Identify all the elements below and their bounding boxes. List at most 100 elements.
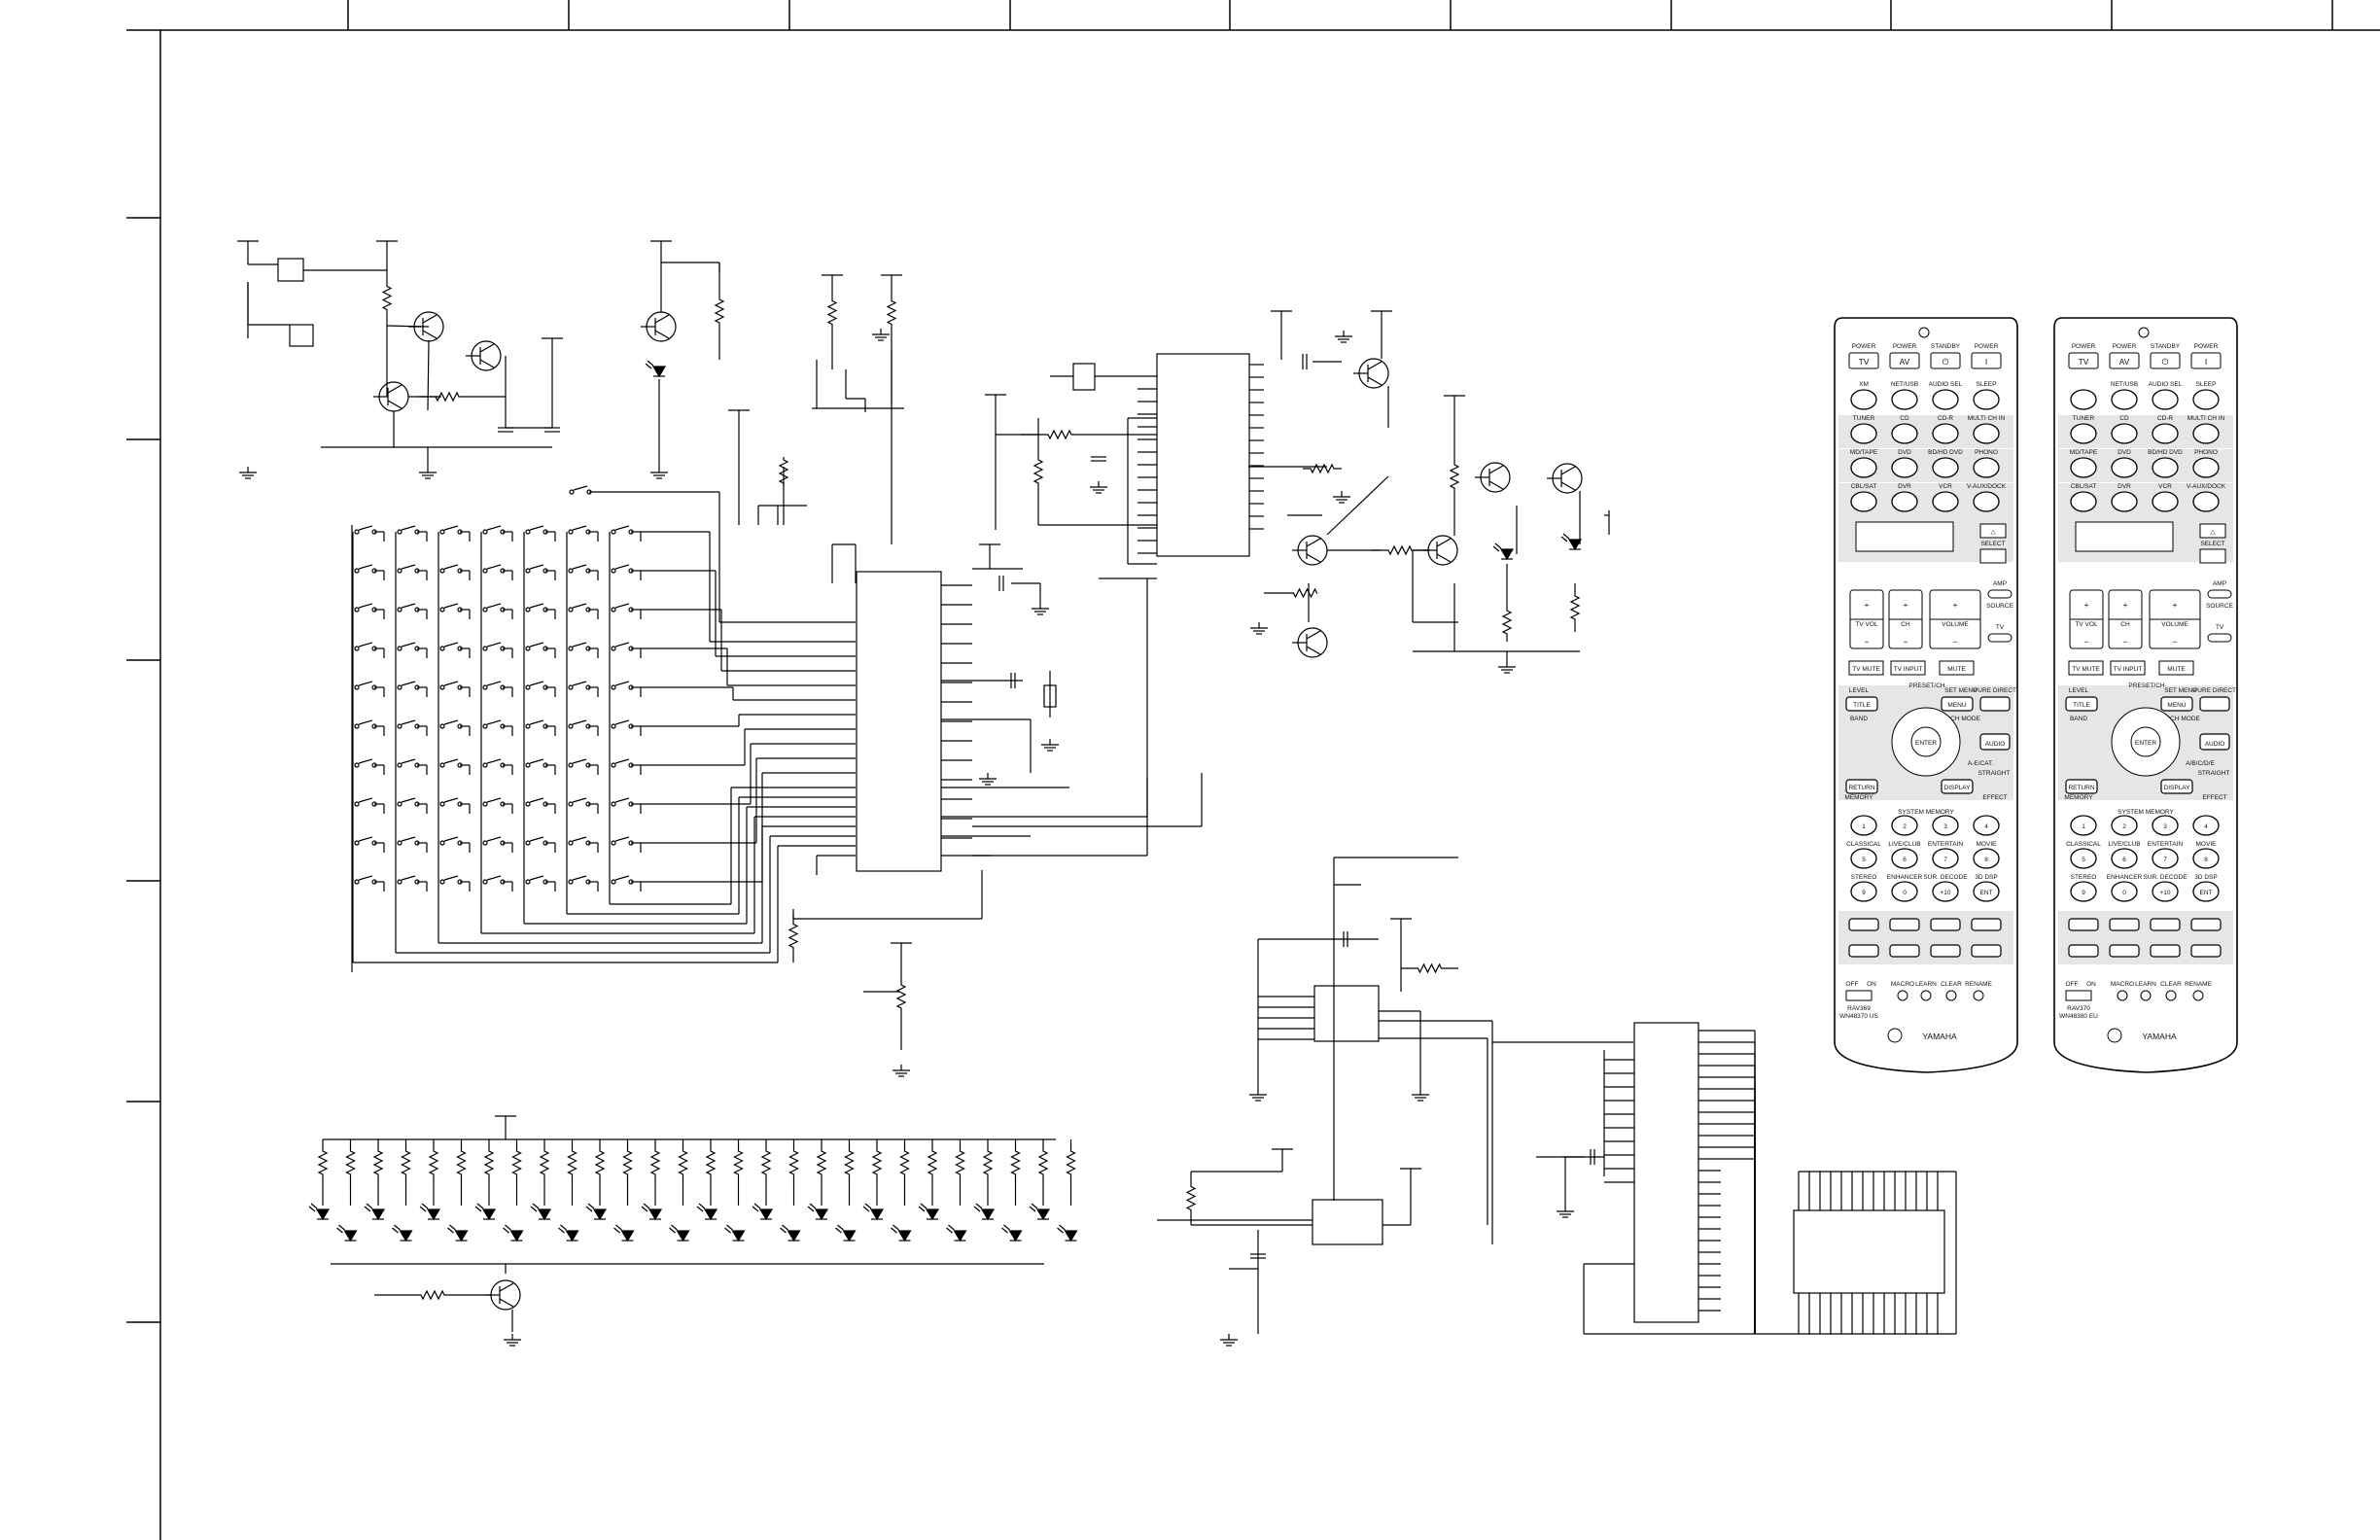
input-select-button[interactable] <box>1973 423 2000 444</box>
number-button[interactable] <box>1891 881 1918 902</box>
input-select-button[interactable] <box>1891 491 1918 512</box>
mute-button[interactable] <box>2110 660 2146 676</box>
select-up-button[interactable] <box>1979 523 2007 539</box>
macro-button[interactable] <box>2117 990 2128 1001</box>
scene-button[interactable] <box>2152 848 2179 869</box>
transport-button[interactable] <box>1971 944 2002 958</box>
menu-button[interactable] <box>1941 696 1974 712</box>
display-button[interactable] <box>2160 779 2193 794</box>
transport-button[interactable] <box>2190 944 2222 958</box>
macro-button[interactable] <box>1897 990 1908 1001</box>
macro-button[interactable] <box>2140 990 2152 1001</box>
input-select-button[interactable] <box>2070 423 2097 444</box>
input-select-button[interactable] <box>2152 457 2179 478</box>
mute-button[interactable] <box>1939 660 1975 676</box>
mute-button[interactable] <box>1890 660 1926 676</box>
transport-button[interactable] <box>1889 918 1920 931</box>
input-select-button[interactable] <box>2111 423 2138 444</box>
input-select-button[interactable] <box>1932 389 1959 410</box>
return-button[interactable] <box>1845 779 1878 794</box>
enter-button[interactable] <box>2130 726 2161 757</box>
input-select-button[interactable] <box>2192 491 2220 512</box>
title-button[interactable] <box>1845 696 1878 712</box>
input-select-button[interactable] <box>1973 457 2000 478</box>
input-select-button[interactable] <box>1850 457 1877 478</box>
menu-button[interactable] <box>2160 696 2193 712</box>
power-switch[interactable] <box>1845 990 1872 1001</box>
scene-button[interactable] <box>1891 815 1918 836</box>
scene-button[interactable] <box>2192 815 2220 836</box>
input-select-button[interactable] <box>2111 491 2138 512</box>
input-select-button[interactable] <box>2111 389 2138 410</box>
title-button[interactable] <box>2065 696 2098 712</box>
input-select-button[interactable] <box>2152 389 2179 410</box>
input-select-button[interactable] <box>2152 491 2179 512</box>
input-select-button[interactable] <box>1973 389 2000 410</box>
scene-button[interactable] <box>1932 815 1959 836</box>
power-button[interactable] <box>2150 352 2181 369</box>
display-button[interactable] <box>1941 779 1974 794</box>
transport-button[interactable] <box>2109 918 2140 931</box>
transport-button[interactable] <box>1930 944 1961 958</box>
scene-button[interactable] <box>2111 848 2138 869</box>
input-select-button[interactable] <box>1932 423 1959 444</box>
transport-button[interactable] <box>1889 944 1920 958</box>
transport-button[interactable] <box>1848 944 1879 958</box>
mute-button[interactable] <box>1848 660 1884 676</box>
input-select-button[interactable] <box>1850 423 1877 444</box>
scene-button[interactable] <box>2070 848 2097 869</box>
scene-button[interactable] <box>1891 848 1918 869</box>
scene-button[interactable] <box>1932 848 1959 869</box>
select-down-button[interactable] <box>1979 548 2007 564</box>
input-select-button[interactable] <box>2152 423 2179 444</box>
number-button[interactable] <box>1932 881 1959 902</box>
input-select-button[interactable] <box>1891 389 1918 410</box>
input-select-button[interactable] <box>2070 389 2097 410</box>
transport-button[interactable] <box>1848 918 1879 931</box>
macro-button[interactable] <box>2165 990 2177 1001</box>
input-select-button[interactable] <box>1932 457 1959 478</box>
scene-button[interactable] <box>1973 848 2000 869</box>
enter-button[interactable] <box>1910 726 1942 757</box>
input-select-button[interactable] <box>1973 491 2000 512</box>
number-button[interactable] <box>1973 881 2000 902</box>
transport-button[interactable] <box>2109 944 2140 958</box>
input-select-button[interactable] <box>1850 491 1877 512</box>
scene-button[interactable] <box>2152 815 2179 836</box>
power-switch[interactable] <box>2065 990 2092 1001</box>
scene-button[interactable] <box>2192 848 2220 869</box>
power-button[interactable] <box>1971 352 2002 369</box>
number-button[interactable] <box>1850 881 1877 902</box>
transport-button[interactable] <box>1971 918 2002 931</box>
mute-button[interactable] <box>2158 660 2194 676</box>
input-select-button[interactable] <box>1891 423 1918 444</box>
macro-button[interactable] <box>1920 990 1932 1001</box>
transport-button[interactable] <box>2150 918 2181 931</box>
transport-button[interactable] <box>2190 918 2222 931</box>
power-button[interactable] <box>2109 352 2140 369</box>
scene-button[interactable] <box>1850 815 1877 836</box>
scene-button[interactable] <box>1973 815 2000 836</box>
input-select-button[interactable] <box>1891 457 1918 478</box>
power-button[interactable] <box>2068 352 2099 369</box>
scene-button[interactable] <box>1850 848 1877 869</box>
scene-button[interactable] <box>2070 815 2097 836</box>
power-button[interactable] <box>1848 352 1879 369</box>
number-button[interactable] <box>2192 881 2220 902</box>
input-select-button[interactable] <box>1932 491 1959 512</box>
macro-button[interactable] <box>1945 990 1957 1001</box>
pure-direct-button[interactable] <box>1979 696 2011 712</box>
input-select-button[interactable] <box>2070 457 2097 478</box>
select-up-button[interactable] <box>2199 523 2226 539</box>
macro-button[interactable] <box>2192 990 2204 1001</box>
input-select-button[interactable] <box>2111 457 2138 478</box>
transport-button[interactable] <box>1930 918 1961 931</box>
power-button[interactable] <box>1889 352 1920 369</box>
transport-button[interactable] <box>2068 918 2099 931</box>
pure-direct-button[interactable] <box>2199 696 2230 712</box>
power-button[interactable] <box>1930 352 1961 369</box>
input-select-button[interactable] <box>2192 389 2220 410</box>
number-button[interactable] <box>2070 881 2097 902</box>
input-select-button[interactable] <box>1850 389 1877 410</box>
audio-button[interactable] <box>2199 733 2230 751</box>
